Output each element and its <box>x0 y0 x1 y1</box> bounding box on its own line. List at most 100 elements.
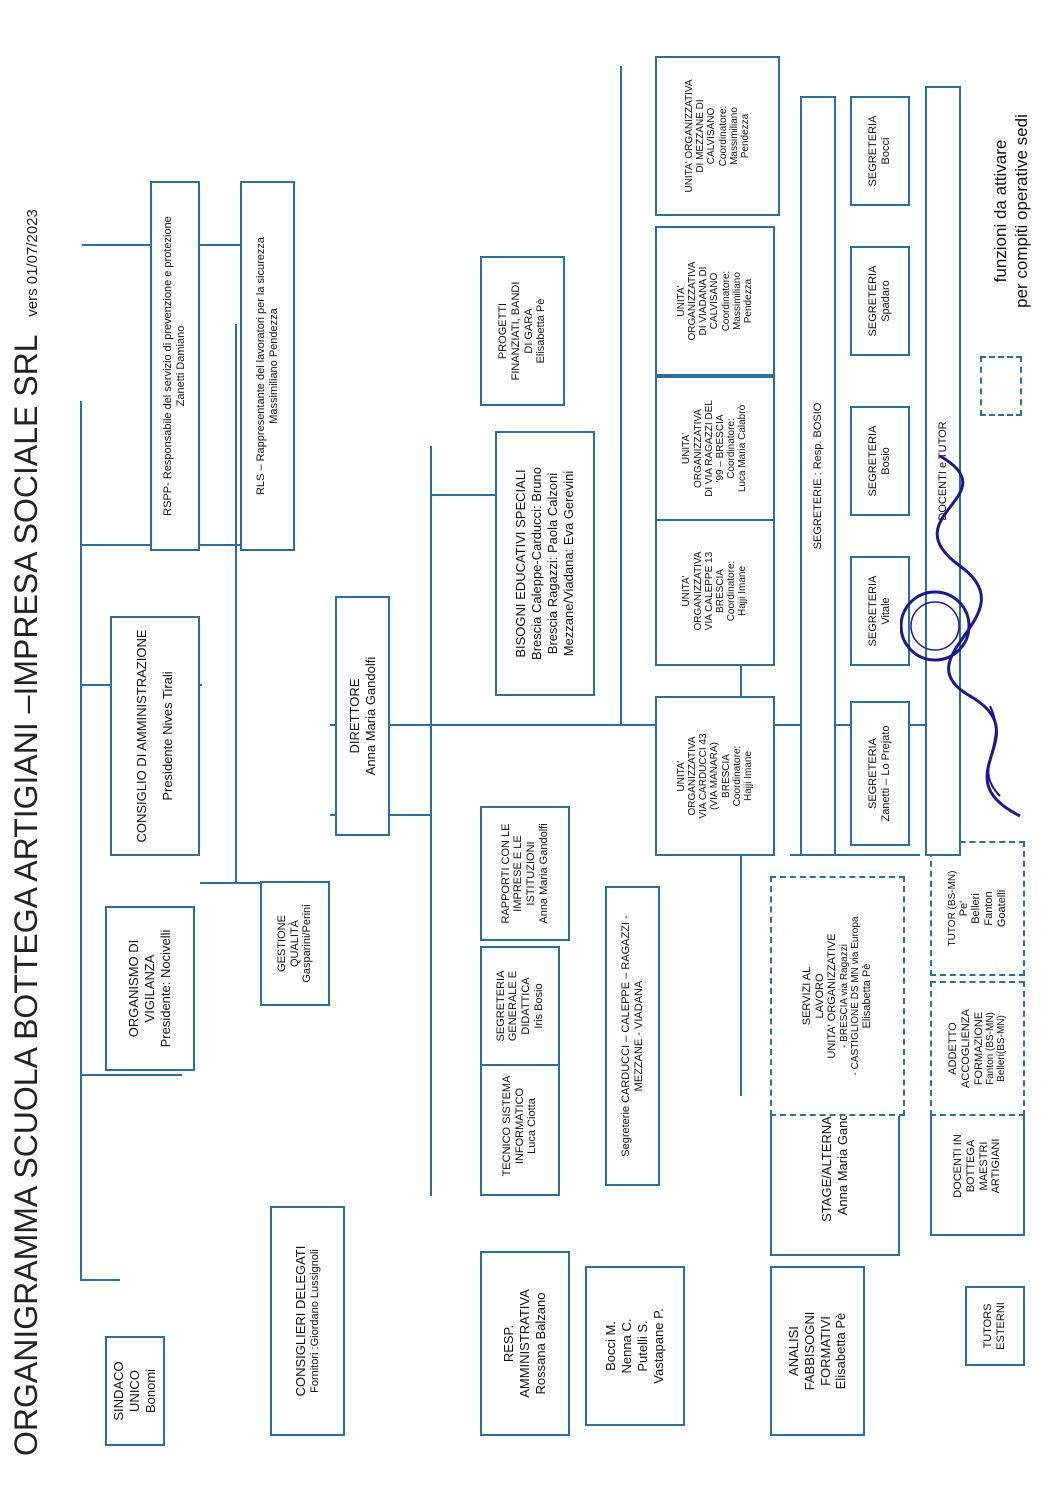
box-amm-staff: Bocci M. Nenna C. Putelli S. Vastapane P… <box>585 1266 685 1426</box>
seg2-l1: SEGRETERIA <box>867 575 880 647</box>
uo3-l6: Luca Maria Calabrò <box>737 404 749 493</box>
box-segreterie-sedi: Segreterie CARDUCCI – CALEPPE – RAGAZZI … <box>605 886 660 1186</box>
uo1-l4: (VIA MANARA) <box>709 742 721 810</box>
box-rls: RLS – Rappresentante dei lavoratori per … <box>240 181 295 551</box>
direttore-title: DIRETTORE <box>346 678 362 754</box>
uo1-l2: ORGANIZZATIVA <box>687 736 699 816</box>
amm-staff-4: Vastapane P. <box>650 1308 666 1384</box>
uo3-l2: ORGANIZZATIVA <box>692 408 704 489</box>
docbot-l1: DOCENTI IN <box>952 1134 965 1198</box>
box-servizi-lavoro: SERVIZI AL LAVORO UNITA' ORGANIZZATIVE -… <box>770 876 905 1116</box>
segsedi-l1: Segreterie CARDUCCI – CALEPPE – RAGAZZI … <box>619 915 632 1157</box>
progetti-l2: FINANZIATI, BANDI <box>509 281 522 381</box>
addetto-l3: FORMAZIONE <box>972 1011 985 1086</box>
legend-text: funzioni da attivare per compiti operati… <box>991 114 1032 308</box>
seg4-l1: SEGRETERIA <box>867 265 880 337</box>
box-segreterie-bar: SEGRETERIE : Resp. BOSIO <box>800 96 836 856</box>
tutor-l2: Pe' <box>957 900 970 917</box>
line-top-rail <box>80 401 82 1281</box>
uo5-l6: Pendezza <box>739 113 751 159</box>
rls-name: Massimiliano Pendezza <box>267 308 280 424</box>
uo2-l1: UNITA' <box>681 575 693 607</box>
rspp-name: Zanetti Damiano <box>175 325 187 407</box>
uo5-l5: Massimiliano <box>728 107 740 165</box>
uo1-l6: Coordinatore: <box>731 745 743 807</box>
qualita-l2: QUALITÀ <box>288 919 301 968</box>
uo3-l5: Coordinatore: <box>726 418 738 479</box>
seg5-l1: SEGRETERIA <box>867 115 880 187</box>
line-dir-uo <box>330 724 930 726</box>
servizi-l2: LAVORO <box>813 973 826 1019</box>
box-uo-ragazzi: UNITA' ORGANIZZATIVA DI VIA RAGAZZI DEL … <box>655 376 775 521</box>
seggen-l2: GENERALE E <box>507 970 520 1042</box>
line-to-odv <box>82 1074 182 1076</box>
box-uo-viadana: UNITA' ORGANIZZATIVA DI VIADANA DI CALVI… <box>655 226 775 376</box>
seg2-l2: Vitale <box>880 597 892 625</box>
direttore-name: Anna Maria Gandolfi <box>362 656 378 776</box>
segsedi-l2: MEZZANE - VIADANA <box>632 980 645 1092</box>
box-tutors-esterni: TUTORS ESTERNI <box>965 1286 1025 1366</box>
uo2-l5: Coordinatore: <box>726 560 738 622</box>
consiglieri-names: Fornitori :Giordano Lussignoli <box>309 1249 322 1393</box>
bes-l3: Brescia Ragazzi: Paola Calzoni <box>545 472 560 655</box>
progetti-l4: Elisabetta Pè <box>535 298 548 364</box>
box-analisi: ANALISI FABBISOGNI FORMATIVI Elisabetta … <box>770 1266 865 1436</box>
qualita-l3: Gasparini/Perini <box>301 904 314 983</box>
rspp-role: RSPP- Responsabile del servizio di preve… <box>162 216 175 516</box>
uo4-l5: Coordinatore: <box>720 270 732 332</box>
rls-role: RLS – Rappresentante dei lavoratori per … <box>254 236 267 496</box>
servizi-l5: - CASTIGLIONE DS MN via Europa <box>850 916 862 1076</box>
addetto-l4: Fanton (BS-MN) <box>985 1012 997 1085</box>
addetto-l1: ADDETTO <box>947 1022 960 1075</box>
version-label: vers 01/07/2023 <box>24 209 41 317</box>
analisi-l2: FABBISOGNI <box>801 1311 817 1391</box>
tecnico-l3: Luca Ciotta <box>526 1098 539 1154</box>
uo1-l1: UNITA' <box>675 760 687 792</box>
uo4-l1: UNITA' <box>675 285 687 317</box>
uo2-l2: ORGANIZZATIVA <box>692 551 704 631</box>
seg1-l2: Zanetti – Lo Prejato <box>880 725 892 822</box>
seggen-l4: Iris Bosio <box>532 983 545 1029</box>
cda-president: Presidente Nives Tirali <box>160 671 175 801</box>
consiglieri-title: CONSIGLIERI DELEGATI <box>293 1245 309 1397</box>
servizi-l3: UNITA' ORGANIZZATIVE <box>826 933 839 1059</box>
bes-l4: Mezzane/Viadana: Eva Gerevini <box>560 470 576 657</box>
uo2-l6: Hajji Imane <box>737 565 749 617</box>
uo4-l7: Pendezza <box>742 278 754 324</box>
box-odv: ORGANISMO DI VIGILANZA Presidente: Nociv… <box>105 906 195 1071</box>
line-uo-rail <box>620 66 622 726</box>
uo5-l1: UNITA' ORGANIZZATIVA <box>683 79 695 193</box>
tutor-l5: Goatelli <box>995 889 1008 928</box>
uo1-l7: Hajji Imane <box>742 750 754 802</box>
sindaco-name: Bonomi <box>142 1368 158 1414</box>
uo5-l3: CALVISANO <box>706 107 718 165</box>
amm-staff-3: Putelli S. <box>635 1320 650 1372</box>
analisi-l1: ANALISI <box>785 1326 801 1376</box>
box-addetto-accoglienza: ADDETTO ACCOGLIENZA FORMAZIONE Fanton (B… <box>930 981 1025 1116</box>
uo3-l3: DI VIA RAGAZZI DEL <box>703 400 715 497</box>
uo5-l4: Coordinatore: <box>717 105 729 167</box>
box-rspp: RSPP- Responsabile del servizio di preve… <box>150 181 200 551</box>
qualita-l1: GESTIONE <box>276 915 289 972</box>
segreterie-bar-label: SEGRETERIE : Resp. BOSIO <box>811 402 824 550</box>
box-docenti-bottega: DOCENTI IN BOTTEGA MAESTRI ARTIGIANI <box>930 1096 1025 1236</box>
seg4-l2: Spadaro <box>880 280 892 322</box>
rapporti-l2: IMPRESE E LE <box>512 835 525 912</box>
tutor-l4: Fanton <box>983 891 996 926</box>
cda-title: CONSIGLIO DI AMMINISTRAZIONE <box>134 629 150 843</box>
addetto-l2: ACCOGLIENZA <box>959 1009 972 1088</box>
uo3-l4: '99 – BRESCIA <box>715 414 726 483</box>
servizi-l4: - BRESCIA via Ragazzi <box>838 944 850 1048</box>
seg5-l2: Bocci <box>880 137 892 165</box>
seg1-l1: SEGRETERIA <box>867 738 880 809</box>
box-amministrativa: RESP. AMMINISTRATIVA Rossana Balzano <box>480 1251 570 1436</box>
box-direttore: DIRETTORE Anna Maria Gandolfi <box>335 596 390 836</box>
uo5-l2: DI MEZZANE DI <box>695 99 707 173</box>
amm-l3: Rossana Balzano <box>532 1292 548 1395</box>
tutor-l3: Belleri <box>970 893 983 924</box>
servizi-l1: SERVIZI AL <box>801 966 814 1026</box>
box-segreteria-4: SEGRETERIA Spadaro <box>850 246 910 356</box>
box-uo-carducci: UNITA' ORGANIZZATIVA VIA CARDUCCI 43 (VI… <box>655 696 775 856</box>
